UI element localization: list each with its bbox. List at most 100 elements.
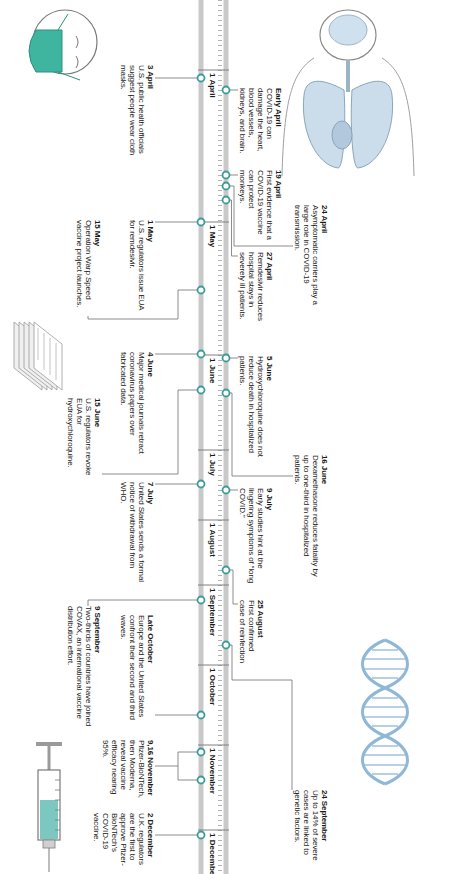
mask-strap <box>58 14 80 80</box>
event-text: Asymptomatic carriers play a large role … <box>293 205 320 315</box>
event-text: U.K. regulators are the first to approve… <box>92 813 146 873</box>
event-dot <box>223 567 230 574</box>
body-outline <box>282 58 414 176</box>
event-note: 9,16 NovemberPfizer-BioNTech, then Moder… <box>101 740 155 812</box>
leader-line <box>102 390 197 474</box>
event-text: COVID-19 can damage the heart, blood ves… <box>238 88 274 164</box>
event-date: 25 August <box>256 600 265 670</box>
event-text: Up to 14% of severe cases are linked to … <box>293 790 320 870</box>
event-dot <box>223 87 230 94</box>
event-text: Hydroxychloroquine does not reduce death… <box>238 356 265 468</box>
event-text: Pfizer-BioNTech, then Moderna, reveal va… <box>101 740 146 812</box>
event-text: First confirmed case of reinfection <box>238 600 256 670</box>
event-date: 19 April <box>274 170 283 242</box>
event-dot <box>223 390 230 397</box>
event-note: 24 AprilAsymptomatic carriers play a lar… <box>293 205 329 315</box>
day-ticks <box>218 0 222 874</box>
leader-line <box>230 570 238 604</box>
event-dot <box>198 75 205 82</box>
syringe-illustration <box>36 742 62 872</box>
event-dot <box>198 481 205 488</box>
dna-rungs <box>364 650 406 774</box>
leader-line <box>230 175 238 176</box>
event-note: 9 JulyEarly studies hint at the lingerin… <box>238 488 274 593</box>
event-dot <box>223 183 230 190</box>
event-note: Early AprilCOVID-19 can damage the heart… <box>238 88 283 164</box>
month-label: 1 October <box>208 668 217 705</box>
syringe-marks <box>55 780 60 830</box>
event-dot <box>223 172 230 179</box>
dna-strand <box>363 640 408 784</box>
event-dot <box>223 197 230 204</box>
syringe-hub <box>43 840 55 848</box>
event-text: Europe and the United States confront th… <box>119 615 146 727</box>
event-text: Operation Warp Speed vaccine project lau… <box>75 220 93 315</box>
event-note: 3 AprilU.S. public health officials sugg… <box>119 65 155 165</box>
event-date: 5 June <box>265 356 274 468</box>
event-text: Remdesivir reduces hospital stays in sev… <box>238 252 265 330</box>
event-note: 9 SeptemberTwo-thirds of countries have … <box>66 606 102 736</box>
event-date: 9 July <box>265 488 274 593</box>
event-note: 27 AprilRemdesivir reduces hospital stay… <box>238 252 274 330</box>
event-note: 4 JuneMajor medical journals retract cor… <box>119 352 155 467</box>
event-dot <box>198 351 205 358</box>
event-dots <box>198 75 230 839</box>
trachea-shape <box>346 60 350 92</box>
event-note: 7 JulyUnited States sends a formal notic… <box>119 482 155 587</box>
event-dot <box>198 777 205 784</box>
event-date: Late October <box>146 615 155 727</box>
mask-illustration <box>29 10 97 80</box>
event-note: 15 MayOperation Warp Speed vaccine proje… <box>75 220 102 315</box>
month-label: 1 July <box>208 453 217 476</box>
event-note: 5 JuneHydroxychloroquine does not reduce… <box>238 356 274 468</box>
paper-stack <box>14 322 62 390</box>
event-note: 16 JuneDexamethasone reduces fatality by… <box>293 455 329 580</box>
event-text: Two-thirds of countries have joined COVA… <box>66 606 93 736</box>
lung-shape <box>351 81 392 168</box>
syringe-thumb <box>36 742 62 746</box>
event-text: U.S. regulators issue EUA for remdesivir… <box>128 220 146 315</box>
event-dot <box>198 597 205 604</box>
cloth-mask <box>29 30 62 72</box>
event-dot <box>198 712 205 719</box>
leader-line <box>155 78 197 79</box>
syringe-needle <box>49 848 50 872</box>
event-dot <box>223 642 230 649</box>
month-label: 1 May <box>208 225 217 247</box>
leader-line <box>155 484 197 485</box>
event-date: 9,16 November <box>146 740 155 812</box>
syringe-liquid <box>40 800 58 839</box>
leader-line <box>88 600 197 606</box>
event-note: 2 DecemberU.K. regulators are the first … <box>92 813 155 873</box>
heart-shape <box>332 121 352 149</box>
head-outline <box>320 10 376 60</box>
event-text: First evidence that a COVID-19 vaccine c… <box>238 170 274 242</box>
event-note: 19 AprilFirst evidence that a COVID-19 v… <box>238 170 283 242</box>
leader-line <box>230 200 238 256</box>
leader-line <box>230 358 238 359</box>
event-text: U.S. public health officials suggest peo… <box>119 65 146 165</box>
event-dot <box>198 832 205 839</box>
leader-lines <box>88 78 293 835</box>
leader-line <box>230 90 238 91</box>
month-label: 1 August <box>208 523 217 557</box>
event-text: Early studies hint at the lingering symp… <box>238 488 265 593</box>
month-label: 1 April <box>208 73 217 98</box>
event-date: 4 June <box>146 352 155 467</box>
event-text: U.S. regulators revoke EUA for hydroxych… <box>66 398 93 493</box>
leader-line <box>155 752 197 780</box>
event-date: 24 September <box>320 790 329 870</box>
leader-line <box>155 835 197 836</box>
brain-shape <box>329 15 367 45</box>
eye-lines <box>76 36 78 68</box>
event-dot <box>223 355 230 362</box>
month-label: 1 June <box>208 358 217 383</box>
event-note: Late OctoberEurope and the United States… <box>119 615 155 727</box>
month-label: 1 December <box>208 833 217 874</box>
event-date: 27 April <box>265 252 274 330</box>
event-date: 24 April <box>320 205 329 315</box>
leader-line <box>230 490 238 491</box>
dna-strand <box>363 640 408 784</box>
event-note: 25 AugustFirst confirmed case of reinfec… <box>238 600 265 670</box>
event-dot <box>198 219 205 226</box>
